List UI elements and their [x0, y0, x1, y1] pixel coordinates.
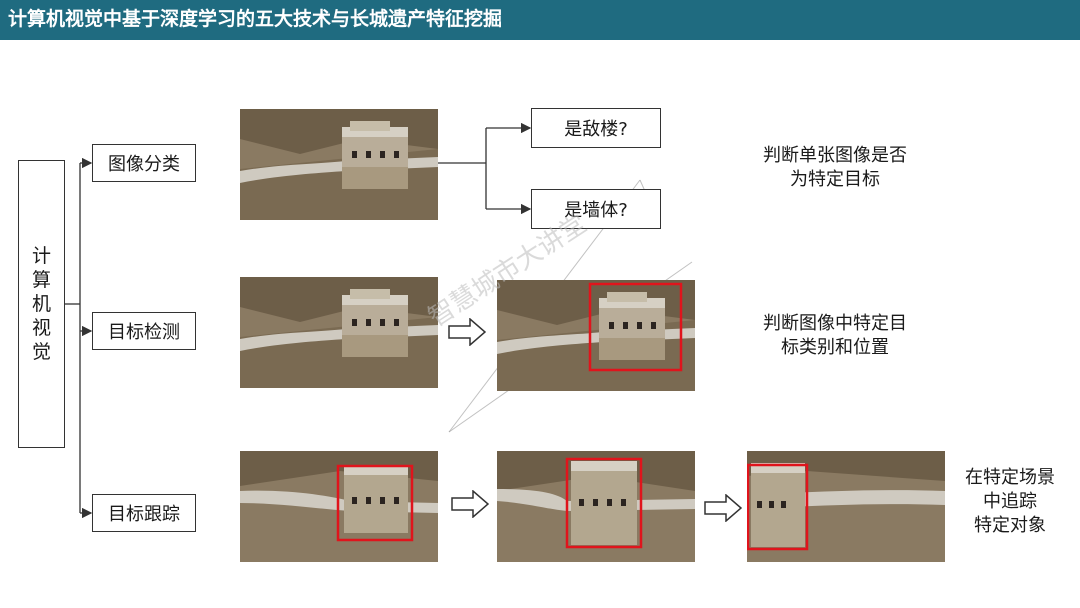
task-object-detection: 目标检测 [92, 312, 196, 350]
great-wall-photo-tracking-frame-2 [497, 451, 695, 562]
task-label: 图像分类 [108, 150, 180, 176]
great-wall-photo-detection-output [497, 280, 695, 391]
task-label: 目标跟踪 [108, 500, 180, 526]
description-detection: 判断图像中特定目 标类别和位置 [745, 312, 925, 360]
great-wall-photo-detection-input [240, 277, 438, 388]
description-classification: 判断单张图像是否 为特定目标 [745, 144, 925, 192]
hollow-arrow-icon [704, 494, 742, 522]
great-wall-photo-tracking-frame-3 [747, 451, 945, 562]
task-object-tracking: 目标跟踪 [92, 494, 196, 532]
question-is-watchtower: 是敌楼? [531, 108, 661, 148]
root-label: 计算机视觉 [32, 244, 52, 364]
description-tracking: 在特定场景 中追踪 特定对象 [950, 466, 1070, 538]
task-image-classification: 图像分类 [92, 144, 196, 182]
computer-vision-root-box: 计算机视觉 [18, 160, 65, 448]
hollow-arrow-icon [451, 490, 489, 518]
great-wall-photo-classification [240, 109, 438, 220]
task-label: 目标检测 [108, 318, 180, 344]
great-wall-photo-tracking-frame-1 [240, 451, 438, 562]
